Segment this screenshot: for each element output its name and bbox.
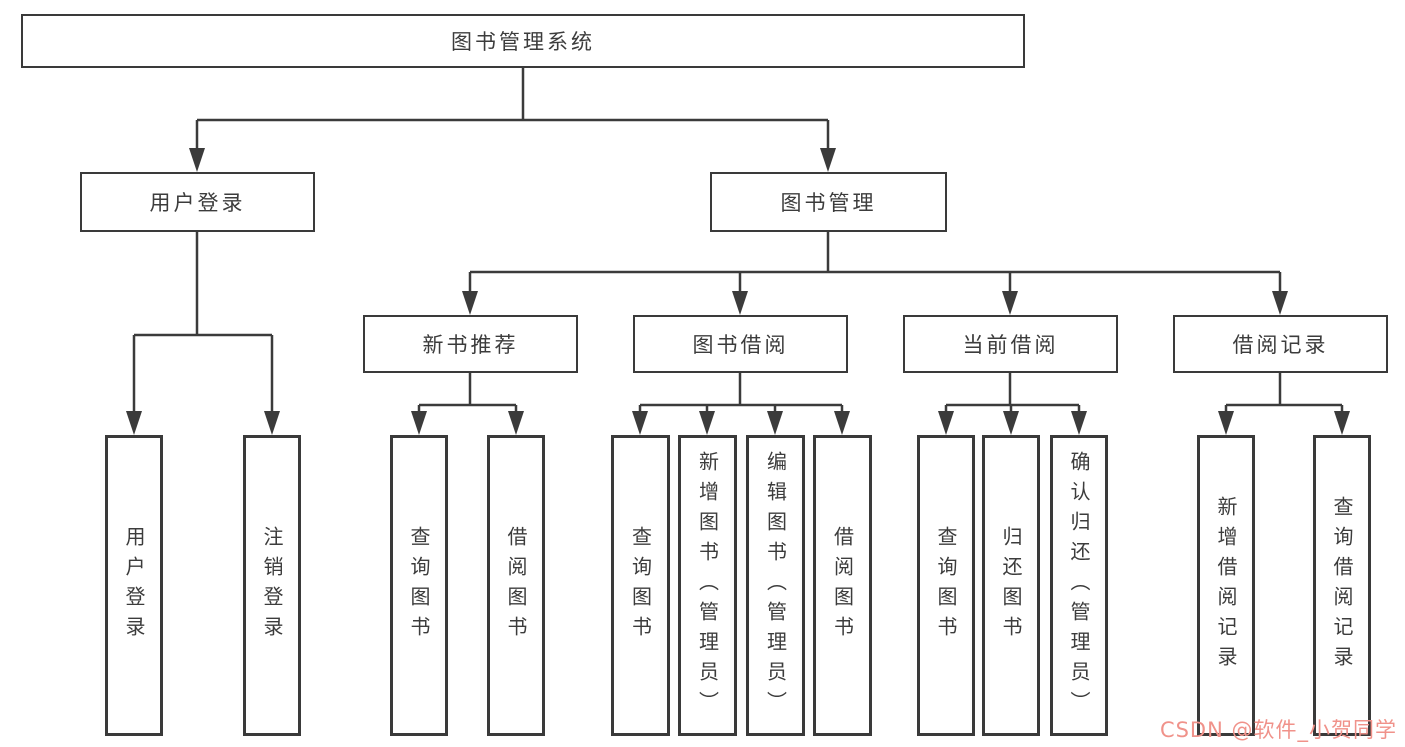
node-root-label: 图书管理系统 bbox=[451, 30, 595, 54]
leaf-add-books-admin-label: 新增图书（管理员） bbox=[695, 450, 720, 721]
leaf-query-books-current-label: 查询图书 bbox=[934, 525, 958, 646]
leaf-logout-login-label: 注销登录 bbox=[260, 525, 284, 646]
leaf-borrow-books-recommend: 借阅图书 bbox=[487, 435, 545, 736]
leaf-add-borrow-record-label: 新增借阅记录 bbox=[1214, 495, 1238, 676]
node-user-login-label: 用户登录 bbox=[149, 191, 246, 215]
node-book-borrow-label: 图书借阅 bbox=[692, 333, 789, 357]
leaf-user-login: 用户登录 bbox=[105, 435, 163, 736]
node-current-borrow: 当前借阅 bbox=[903, 315, 1118, 373]
leaf-edit-books-admin: 编辑图书（管理员） bbox=[746, 435, 805, 736]
leaf-confirm-return-admin: 确认归还（管理员） bbox=[1050, 435, 1108, 736]
node-book-management: 图书管理 bbox=[710, 172, 947, 232]
node-new-book-recommend-label: 新书推荐 bbox=[422, 333, 519, 357]
node-borrow-record: 借阅记录 bbox=[1173, 315, 1388, 373]
node-new-book-recommend: 新书推荐 bbox=[363, 315, 578, 373]
node-borrow-record-label: 借阅记录 bbox=[1232, 333, 1329, 357]
node-book-borrow: 图书借阅 bbox=[633, 315, 848, 373]
leaf-query-books-recommend-label: 查询图书 bbox=[407, 525, 431, 646]
leaf-logout-login: 注销登录 bbox=[243, 435, 301, 736]
leaf-edit-books-admin-label: 编辑图书（管理员） bbox=[763, 450, 788, 721]
leaf-query-books-current: 查询图书 bbox=[917, 435, 975, 736]
leaf-query-books-recommend: 查询图书 bbox=[390, 435, 448, 736]
leaf-confirm-return-admin-label: 确认归还（管理员） bbox=[1067, 450, 1091, 721]
leaf-borrow-books-recommend-label: 借阅图书 bbox=[504, 525, 528, 646]
leaf-borrow-books-borrow-label: 借阅图书 bbox=[830, 525, 855, 646]
node-root: 图书管理系统 bbox=[21, 14, 1025, 68]
node-user-login: 用户登录 bbox=[80, 172, 315, 232]
leaf-return-books-label: 归还图书 bbox=[999, 525, 1023, 646]
leaf-borrow-books-borrow: 借阅图书 bbox=[813, 435, 872, 736]
watermark: CSDN @软件_小贺同学 bbox=[1159, 718, 1397, 742]
leaf-query-books-borrow-label: 查询图书 bbox=[628, 525, 653, 646]
leaf-query-borrow-record-label: 查询借阅记录 bbox=[1330, 495, 1354, 676]
leaf-return-books: 归还图书 bbox=[982, 435, 1040, 736]
arrowhead-icons bbox=[126, 148, 1350, 435]
leaf-query-borrow-record: 查询借阅记录 bbox=[1313, 435, 1371, 736]
leaf-add-borrow-record: 新增借阅记录 bbox=[1197, 435, 1255, 736]
node-book-management-label: 图书管理 bbox=[780, 191, 877, 215]
leaf-query-books-borrow: 查询图书 bbox=[611, 435, 670, 736]
node-current-borrow-label: 当前借阅 bbox=[962, 333, 1059, 357]
leaf-user-login-label: 用户登录 bbox=[122, 525, 146, 646]
leaf-add-books-admin: 新增图书（管理员） bbox=[678, 435, 737, 736]
